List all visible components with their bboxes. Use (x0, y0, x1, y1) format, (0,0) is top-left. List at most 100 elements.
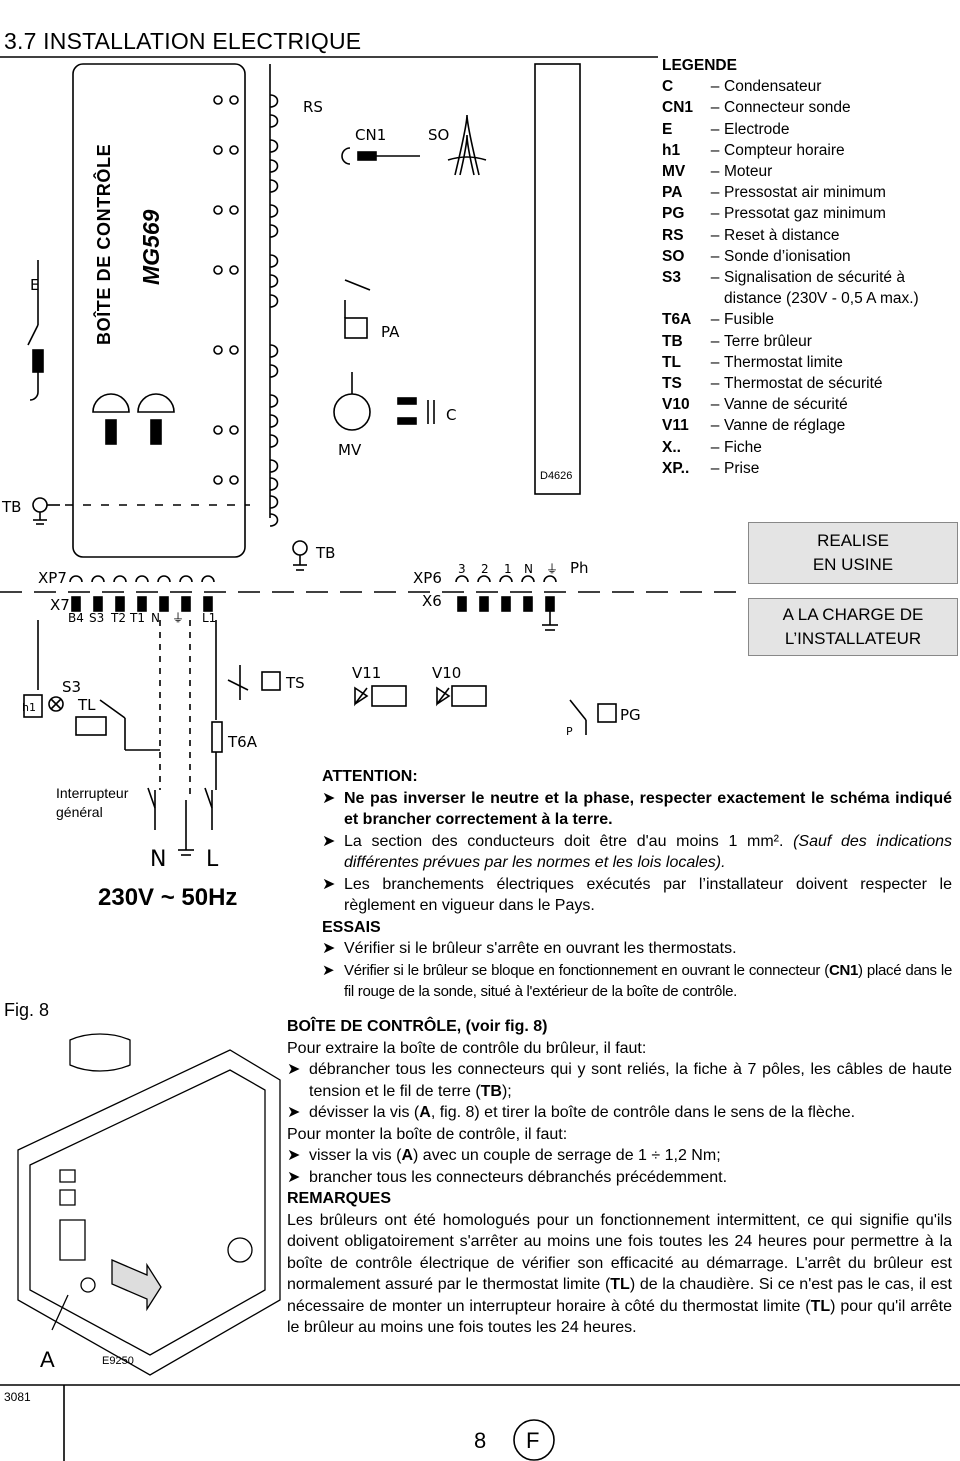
label-S3: S3 (62, 678, 81, 696)
legend-row: TS–Thermostat de sécurité (662, 373, 919, 394)
legend-code: S3 (662, 269, 681, 287)
legend-row: XP..–Prise (662, 458, 919, 479)
arrow-bullet-icon: ➤ (287, 1147, 301, 1164)
label-TB-center: TB (315, 544, 335, 562)
legend-desc: Thermostat limite (724, 353, 843, 371)
legend-desc: Pressotat gaz minimum (724, 205, 886, 223)
doc-code: 3081 (4, 1390, 31, 1404)
legend-desc: Sonde d’ionisation (724, 247, 851, 265)
control-box-title: BOÎTE DE CONTRÔLE (94, 143, 114, 345)
legend-row: h1 –Compteur horaire (662, 140, 919, 161)
legend-code: V10 (662, 396, 690, 414)
mains-L: L (206, 847, 219, 872)
legend-code: PG (662, 205, 685, 223)
legend-desc: Reset à distance (724, 226, 840, 244)
legend-row: V11–Vanne de réglage (662, 415, 919, 436)
legend-row: –distance (230V - 0,5 A max.) (662, 288, 919, 309)
label-CN1: CN1 (355, 126, 386, 144)
legend-row: C –Condensateur (662, 76, 919, 97)
legend-row: RS–Reset à distance (662, 225, 919, 246)
language-badge: F (526, 1428, 540, 1453)
installer-box-line2: L’INSTALLATEUR (784, 629, 922, 648)
ref-code-text: D4626 (540, 470, 573, 482)
legend-desc: Prise (724, 459, 760, 477)
label-Ph: Ph (570, 559, 589, 577)
label-X6: X6 (422, 592, 442, 610)
attention-item-2: ➤La section des conducteurs doit être d'… (322, 831, 952, 874)
legend-row: PG –Pressotat gaz minimum (662, 203, 919, 224)
legend-code: C (662, 78, 674, 96)
legend-code: MV (662, 163, 686, 181)
label-V11: V11 (352, 664, 381, 682)
legend-row: T6A–Fusible (662, 309, 919, 330)
legend-code: T6A (662, 311, 692, 329)
label-P-pg: P (566, 725, 573, 738)
boite-intro-2: Pour monter la boîte de contrôle, il fau… (287, 1125, 568, 1143)
legend-row: TB–Terre brûleur (662, 331, 919, 352)
legend-desc: Fusible (724, 311, 774, 329)
control-box-title-wrap: BOÎTE DE CONTRÔLE (94, 144, 124, 605)
legend-dash: – (710, 120, 720, 138)
label-PA: PA (381, 323, 400, 341)
legend-dash: – (710, 78, 720, 96)
legend-desc: Vanne de réglage (724, 417, 846, 435)
boite-heading: BOÎTE DE CONTRÔLE, (voir fig. 8) (287, 1018, 548, 1035)
legend-code: TS (662, 375, 682, 393)
legend-row: V10–Vanne de sécurité (662, 394, 919, 415)
essais-item-1: ➤Vérifier si le brûleur s'arrête en ouvr… (322, 938, 952, 960)
legend-dash: – (710, 205, 720, 223)
photo-code: E9250 (102, 1355, 134, 1367)
label-h1: h1 (22, 701, 36, 714)
legend-desc: Signalisation de sécurité à (724, 269, 905, 287)
arrow-bullet-icon: ➤ (322, 789, 336, 807)
legend-dash: – (710, 417, 720, 435)
boite-step-1: ➤débrancher tous les connecteurs qui y s… (287, 1059, 952, 1102)
attention-item-3: ➤Les branchements électriques exécutés p… (322, 874, 952, 917)
control-box-model-wrap: MG569 (138, 210, 168, 395)
legend-dash: – (710, 311, 720, 329)
arrow-bullet-icon: ➤ (322, 940, 336, 957)
legend-code: TL (662, 353, 681, 371)
legend-dash: – (710, 459, 720, 477)
label-XP7: XP7 (38, 569, 67, 587)
legend-row: S3–Signalisation de sécurité à (662, 267, 919, 288)
arrow-bullet-icon: ➤ (287, 1061, 301, 1078)
control-box-model: MG569 (138, 209, 164, 285)
arrow-bullet-icon: ➤ (322, 961, 335, 979)
legend-row: MV –Moteur (662, 161, 919, 182)
label-PG: PG (620, 706, 641, 724)
label-SO: SO (428, 126, 449, 144)
legend-desc: Vanne de sécurité (724, 396, 848, 414)
legend-row: X..–Fiche (662, 437, 919, 458)
section-title: 3.7 INSTALLATION ELECTRIQUE (4, 28, 362, 54)
label-TL: TL (77, 696, 96, 714)
legend-desc: Pressostat air minimum (724, 184, 886, 202)
boite-step-4: ➤brancher tous les connecteurs débranché… (287, 1167, 952, 1189)
label-RS: RS (303, 98, 323, 116)
legend-heading: LEGENDE (662, 57, 737, 74)
boite-block: BOÎTE DE CONTRÔLE, (voir fig. 8) Pour ex… (287, 1016, 952, 1339)
legend-code: PA (662, 184, 683, 202)
legend-code: TB (662, 332, 683, 350)
legend-desc: Compteur horaire (724, 141, 845, 159)
legend-dash: – (710, 141, 720, 159)
label-V10: V10 (432, 664, 461, 682)
legend-code: h1 (662, 141, 681, 159)
legend-dash: – (710, 353, 720, 371)
boite-intro: Pour extraire la boîte de contrôle du br… (287, 1039, 647, 1057)
legend-code: E (662, 120, 673, 138)
legend-desc: Condensateur (724, 78, 822, 96)
legend-dash: – (710, 163, 720, 181)
legend-dash: – (710, 226, 720, 244)
legend-desc: Moteur (724, 163, 773, 181)
legend-row: E–Electrode (662, 119, 919, 140)
page-number: 8 (474, 1428, 487, 1453)
mains-N: N (150, 847, 166, 872)
legend-code: X.. (662, 438, 681, 456)
label-E: E (30, 276, 39, 294)
